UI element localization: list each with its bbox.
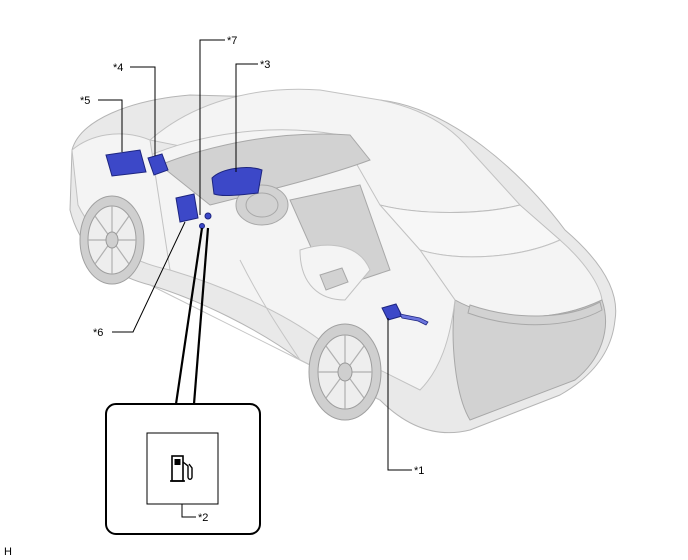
leader-line-6 [112, 221, 186, 333]
leader-line-5 [98, 99, 123, 152]
component-1-harness [399, 313, 429, 326]
side-mirror [319, 267, 349, 291]
component-7 [204, 212, 212, 220]
leader-line-7 [199, 39, 225, 215]
component-4 [147, 153, 169, 176]
callout-7: *7 [227, 35, 237, 47]
inset-connector-left [174, 227, 204, 405]
leader-line-1 [387, 318, 412, 471]
component-3 [211, 167, 263, 197]
footer-code: H [4, 546, 12, 558]
rear-wheel [308, 323, 382, 421]
leader-line-4 [130, 66, 156, 156]
vehicle-illustration [69, 88, 617, 434]
callout-2: *2 [198, 512, 208, 524]
leader-line-2 [181, 504, 196, 518]
callout-3: *3 [260, 59, 270, 71]
callout-6: *6 [93, 327, 103, 339]
inset-detail [105, 403, 261, 535]
callout-5: *5 [80, 95, 90, 107]
leader-lines [98, 39, 412, 471]
callout-4: *4 [113, 62, 123, 74]
component-2 [199, 223, 205, 229]
callout-1: *1 [414, 465, 424, 477]
inset-connector-right [192, 227, 210, 405]
callout-labels: *5 *4 *7 *3 *6 *1 *2 H [4, 35, 424, 558]
component-5 [105, 149, 147, 177]
highlighted-components [105, 149, 429, 326]
leader-line-3 [235, 63, 258, 172]
front-wheel [79, 195, 145, 285]
tail-light [467, 301, 603, 326]
steering-wheel [235, 184, 289, 226]
fuel-pump-icon [170, 455, 193, 482]
component-6 [175, 193, 199, 223]
